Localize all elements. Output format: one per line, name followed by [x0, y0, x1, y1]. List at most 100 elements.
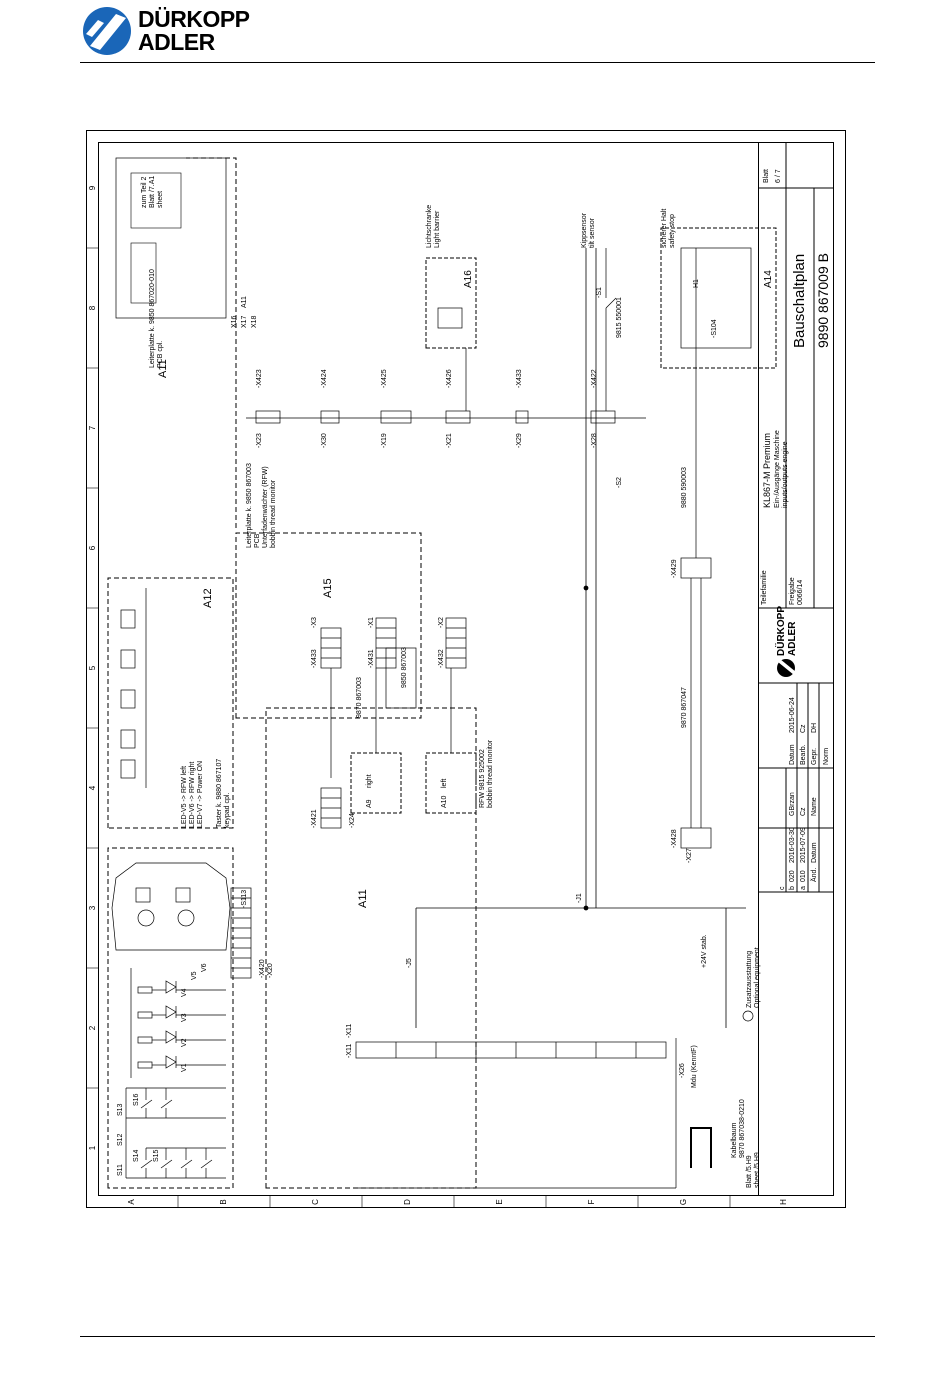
optional-marker-icon [742, 1010, 754, 1022]
a9-box [350, 752, 402, 814]
mdu-label: Mdu (KenntF) [691, 1045, 698, 1088]
schematic-sheet: 1 2 3 4 5 6 7 8 9 A B C D E F G H [86, 130, 846, 1208]
label-s12: S12 [117, 1133, 124, 1146]
rev-c: c [779, 886, 786, 890]
a11-top-title: Leiterplatte k. 9850 867020-010 [149, 269, 156, 368]
label-v5: V5 [191, 971, 198, 980]
conn-x27: -X27 [686, 848, 693, 863]
machine-name: KL867-M Premium [762, 433, 772, 508]
col-marker-2: 2 [88, 1025, 97, 1030]
conn-x21: -X21 [446, 433, 453, 448]
kabelbaum-label: Kabelbaum [731, 1122, 738, 1158]
brand-name-line1: DÜRKOPP [138, 6, 250, 32]
cable-867047: 9870 867047 [681, 687, 688, 728]
label-s1: -S1 [596, 287, 603, 298]
rev-b-idx: b [789, 886, 796, 890]
outer-frame [86, 130, 846, 1208]
a12-dashed-box [107, 847, 234, 1189]
a12-led1: LED-V5 -> RFW left [181, 766, 188, 828]
label-v3: V3 [181, 1013, 188, 1022]
col-marker-9: 9 [88, 185, 97, 190]
row-marker-e: E [495, 1199, 504, 1204]
conn-x433: -X433 [516, 369, 523, 388]
conn-x2: -X2 [438, 617, 445, 628]
label-x17: X17 [241, 315, 248, 328]
a15-part-number: 9850 867003 [401, 647, 408, 688]
conn-x26: -X26 [679, 1063, 686, 1078]
conn-x431: -X431 [368, 649, 375, 668]
rfw-sub: bobbin thread monitor [487, 739, 494, 808]
rev-a-rev: 010 [800, 870, 807, 882]
a11-label-lower: A11 [357, 889, 369, 908]
rev-b-name: GBrzan [789, 792, 796, 816]
conn-x29: -X29 [516, 433, 523, 448]
label-s16: S16 [133, 1093, 140, 1106]
row-marker-g: G [679, 1199, 688, 1205]
label-s13: S13 [117, 1103, 124, 1116]
row-marker-d: D [403, 1199, 412, 1205]
a15-title: Leiterplatte k. 9850 867003 [246, 463, 253, 548]
conn-x3: -X3 [311, 617, 318, 628]
doc-number: 9890 867009 B [815, 253, 831, 348]
conn-x425: -X425 [381, 369, 388, 388]
label-s15: S15 [153, 1149, 160, 1162]
zum-sheet: sheet [157, 191, 164, 208]
rev-head-date: Datum [811, 842, 818, 863]
info-datum-value: 2015-06-24 [789, 697, 796, 733]
a16-label: A16 [463, 270, 474, 288]
conn-x423: -X423 [256, 369, 263, 388]
blatt-left: Blatt /5.H9 [746, 1155, 753, 1188]
info-norm-label: Norm [823, 748, 830, 765]
subtitle-de: Ein-/Ausgänge Maschine [774, 430, 781, 508]
a11-main-label: A11 [157, 359, 169, 378]
rev-head-name: Name [811, 797, 818, 816]
conn-x11b: -X11 [346, 1024, 353, 1038]
title-brand-line2: ADLER [787, 621, 798, 656]
a15-dashed-box [235, 532, 422, 719]
rev-b-date: 2016-03-30 [789, 827, 796, 863]
row-marker-c: C [311, 1199, 320, 1205]
header-rule [80, 62, 875, 63]
col-marker-3: 3 [88, 905, 97, 910]
zusatz-label: Zusatzausstattung [746, 951, 753, 1008]
label-s104: -S104 [711, 319, 718, 338]
conn-x1: -X1 [368, 617, 375, 628]
schematic-svg: 1 2 3 4 5 6 7 8 9 A B C D E F G H [86, 130, 846, 1208]
col-marker-6: 6 [88, 545, 97, 550]
rev-head-rev: Änd. [810, 868, 818, 882]
a9-label: A9 [366, 799, 373, 808]
a14-subtitle: safety stop [669, 214, 676, 248]
row-marker-a: A [127, 1199, 136, 1205]
label-v2: V2 [181, 1038, 188, 1047]
a10-label: A10 [441, 795, 448, 808]
cable-590003: 9880 590003 [681, 467, 688, 508]
conn-x429: -X429 [671, 559, 678, 578]
kipp-subtitle: tilt sensor [589, 217, 596, 248]
a12-subtitle: keypad cpl. [224, 793, 231, 828]
row-marker-b: B [219, 1199, 228, 1204]
a9-sub: right [366, 774, 373, 788]
label-x16: X16 [231, 315, 238, 328]
rev-a-name: Cz [800, 807, 807, 816]
a10-sub: left [441, 779, 448, 788]
conn-x11: -X11 [346, 1044, 353, 1058]
kipp-title: Kippsensor [581, 212, 588, 248]
rfw-part: RFW 9815 925002 [479, 749, 486, 808]
a11-top-pcb [115, 157, 227, 319]
title-brand-line1: DÜRKOPP [774, 606, 787, 656]
title-block-brand: DÜRKOPP ADLER [774, 606, 798, 677]
sheet-label: Blatt [763, 169, 770, 183]
label-h1: H1 [693, 279, 700, 288]
conn-x28: -X28 [591, 433, 598, 448]
a15-label: A15 [322, 578, 334, 598]
brand-name-line2: ADLER [138, 29, 215, 55]
rev-a-date: 2015-07-09 [800, 827, 807, 863]
junction-j5: -J5 [406, 958, 413, 968]
conn-x428: -X428 [671, 829, 678, 848]
a16-subtitle: Light barrier [434, 210, 441, 248]
a16-box [425, 257, 477, 349]
a12-led3: LED-V7 -> Power ON [197, 761, 204, 828]
a12-led2: LED-V6 -> RFW right [189, 762, 196, 828]
a12-panel-box [107, 577, 234, 829]
footer-rule [80, 1336, 875, 1337]
